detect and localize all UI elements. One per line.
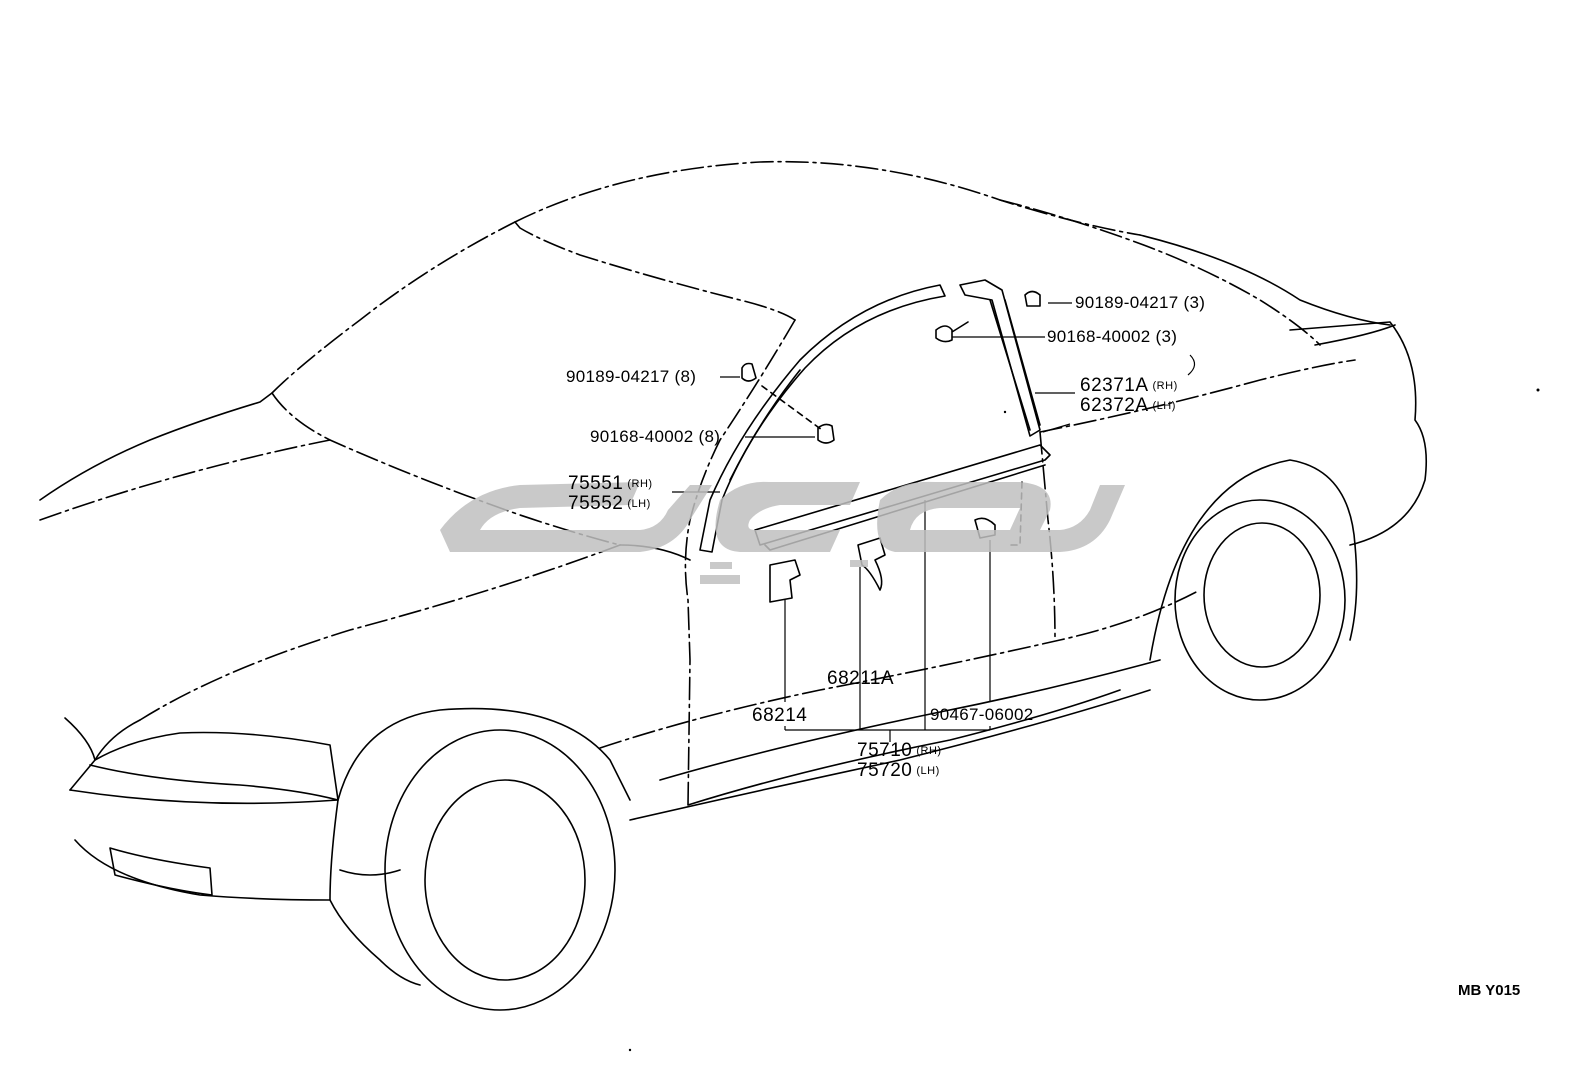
callout-75720: 75720(LH) xyxy=(857,760,940,781)
callout-clip-front: 90189-04217 (8) xyxy=(566,367,697,386)
hood-line xyxy=(39,439,621,721)
bracket-68211A xyxy=(857,537,886,591)
callout-75552: 75552(LH) xyxy=(568,493,651,514)
callout-clip-rear: 90189-04217 (3) xyxy=(1075,293,1206,312)
roof-edge xyxy=(514,221,796,321)
diagram-code: MB Y015 xyxy=(1458,982,1521,999)
a-pillar xyxy=(684,319,796,806)
windshield-molding xyxy=(699,284,946,553)
front-wheel xyxy=(384,729,616,1011)
watermark-logo xyxy=(440,481,1125,584)
rear-wheel xyxy=(1174,499,1346,701)
clip-front-top xyxy=(741,362,757,382)
callout-62372A: 62372A(LH) xyxy=(1080,395,1176,416)
division-molding xyxy=(959,279,1041,437)
front-bumper xyxy=(69,789,339,901)
callout-75710: 75710(RH) xyxy=(857,740,942,761)
callout-screw-rear: 90168-40002 (3) xyxy=(1047,327,1178,346)
callout-screw-front: 90168-40002 (8) xyxy=(590,427,721,446)
screw-rear xyxy=(935,321,969,343)
rocker-line xyxy=(629,689,1151,821)
rear-wheel-arch xyxy=(1149,459,1356,661)
roof-line xyxy=(514,160,1141,236)
clip-rear-top xyxy=(1024,290,1041,307)
rear-window-line xyxy=(999,199,1321,346)
callout-62371A: 62371A(RH) xyxy=(1080,375,1178,396)
bracket-68214 xyxy=(769,559,801,603)
trunk xyxy=(1289,321,1428,546)
b-pillar xyxy=(1039,431,1056,641)
rear-quarter xyxy=(1039,359,1356,433)
side-crease xyxy=(599,589,1201,749)
screw-front xyxy=(817,423,835,444)
front-wheel-arch xyxy=(337,707,631,801)
callout-68211A: 68211A xyxy=(827,668,895,689)
callout-75551: 75551(RH) xyxy=(568,473,653,494)
callout-90467-06002: 90467-06002 xyxy=(930,705,1034,724)
headlight xyxy=(89,731,339,801)
callout-68214: 68214 xyxy=(752,705,808,726)
